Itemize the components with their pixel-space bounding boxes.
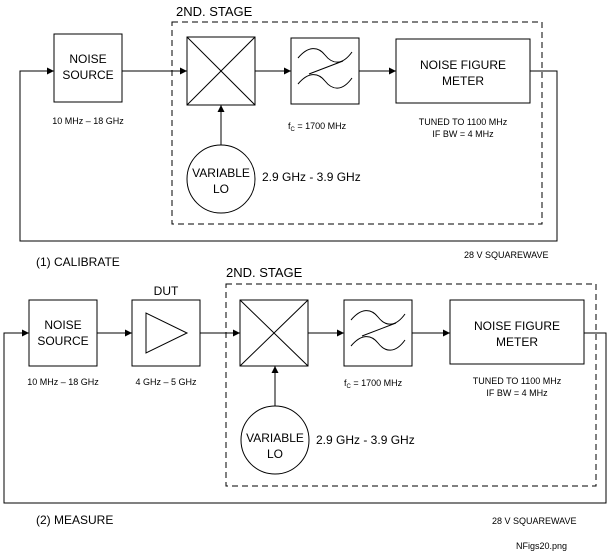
measure-noise-source-line2: SOURCE xyxy=(37,334,88,348)
measure-squarewave-label: 28 V SQUAREWAVE xyxy=(492,516,577,526)
measure-filter-wave-top xyxy=(350,310,406,325)
measure-noise-source-line1: NOISE xyxy=(44,318,81,332)
calibrate-noise-source-line2: SOURCE xyxy=(62,68,113,82)
calibrate-feedback-loop xyxy=(19,67,558,242)
measure-mixer-cross-b xyxy=(239,299,309,367)
calibrate-filter-box xyxy=(290,37,360,105)
calibrate-second-stage-boundary xyxy=(171,21,543,225)
measure-diagram: 2ND. STAGE NOISE SOURCE 10 MHz – 18 GHz … xyxy=(3,265,607,527)
measure-noise-source-range: 10 MHz – 18 GHz xyxy=(27,377,99,387)
measure-meter-ifbw: IF BW = 4 MHz xyxy=(486,388,548,398)
measure-meter-tuned: TUNED TO 1100 MHz xyxy=(473,376,562,386)
calibrate-noise-source-range: 10 MHz – 18 GHz xyxy=(52,116,124,126)
measure-noise-figure-meter-box xyxy=(449,299,585,365)
measure-meter-line1: NOISE FIGURE xyxy=(474,319,560,333)
calibrate-meter-ifbw: IF BW = 4 MHz xyxy=(432,129,494,139)
measure-dut-amplifier-icon xyxy=(145,312,189,354)
calibrate-filter-label: fC = 1700 MHz xyxy=(288,121,347,133)
calibrate-squarewave-label: 28 V SQUAREWAVE xyxy=(464,250,549,260)
measure-lo-line2: LO xyxy=(267,447,283,461)
calibrate-noise-source-box xyxy=(53,33,123,103)
calibrate-meter-line2: METER xyxy=(442,74,484,88)
measure-filter-slash xyxy=(361,322,397,337)
calibrate-mixer-cross-b xyxy=(186,36,256,106)
measure-caption: (2) MEASURE xyxy=(36,513,113,527)
calibrate-diagram: 2ND. STAGE NOISE SOURCE 10 MHz – 18 GHz … xyxy=(19,4,558,269)
calibrate-meter-line1: NOISE FIGURE xyxy=(420,58,506,72)
calibrate-filter-slash xyxy=(308,60,344,75)
measure-noise-source-box xyxy=(28,299,98,367)
calibrate-filter-wave-top xyxy=(297,48,353,63)
measure-lo-line1: VARIABLE xyxy=(246,431,304,445)
calibrate-stage-title: 2ND. STAGE xyxy=(176,4,253,19)
measure-second-stage-boundary xyxy=(225,283,597,487)
measure-meter-line2: METER xyxy=(496,335,538,349)
measure-stage-title: 2ND. STAGE xyxy=(226,265,303,280)
calibrate-lo-range: 2.9 GHz - 3.9 GHz xyxy=(262,170,361,184)
filename-label: NFigs20.png xyxy=(516,541,567,551)
measure-dut-title: DUT xyxy=(154,284,179,298)
calibrate-noise-source-line1: NOISE xyxy=(69,52,106,66)
measure-filter-wave-bottom xyxy=(350,336,406,351)
calibrate-lo-line1: VARIABLE xyxy=(192,166,250,180)
measure-filter-box xyxy=(343,299,413,367)
measure-lo-range: 2.9 GHz - 3.9 GHz xyxy=(316,433,415,447)
measure-filter-label: fC = 1700 MHz xyxy=(344,378,403,390)
measure-dut-range: 4 GHz – 5 GHz xyxy=(135,377,197,387)
calibrate-filter-wave-bottom xyxy=(297,74,353,89)
calibrate-caption: (1) CALIBRATE xyxy=(36,255,120,269)
calibrate-lo-line2: LO xyxy=(213,182,229,196)
calibrate-meter-tuned: TUNED TO 1100 MHz xyxy=(419,117,508,127)
measure-feedback-loop xyxy=(3,329,607,504)
